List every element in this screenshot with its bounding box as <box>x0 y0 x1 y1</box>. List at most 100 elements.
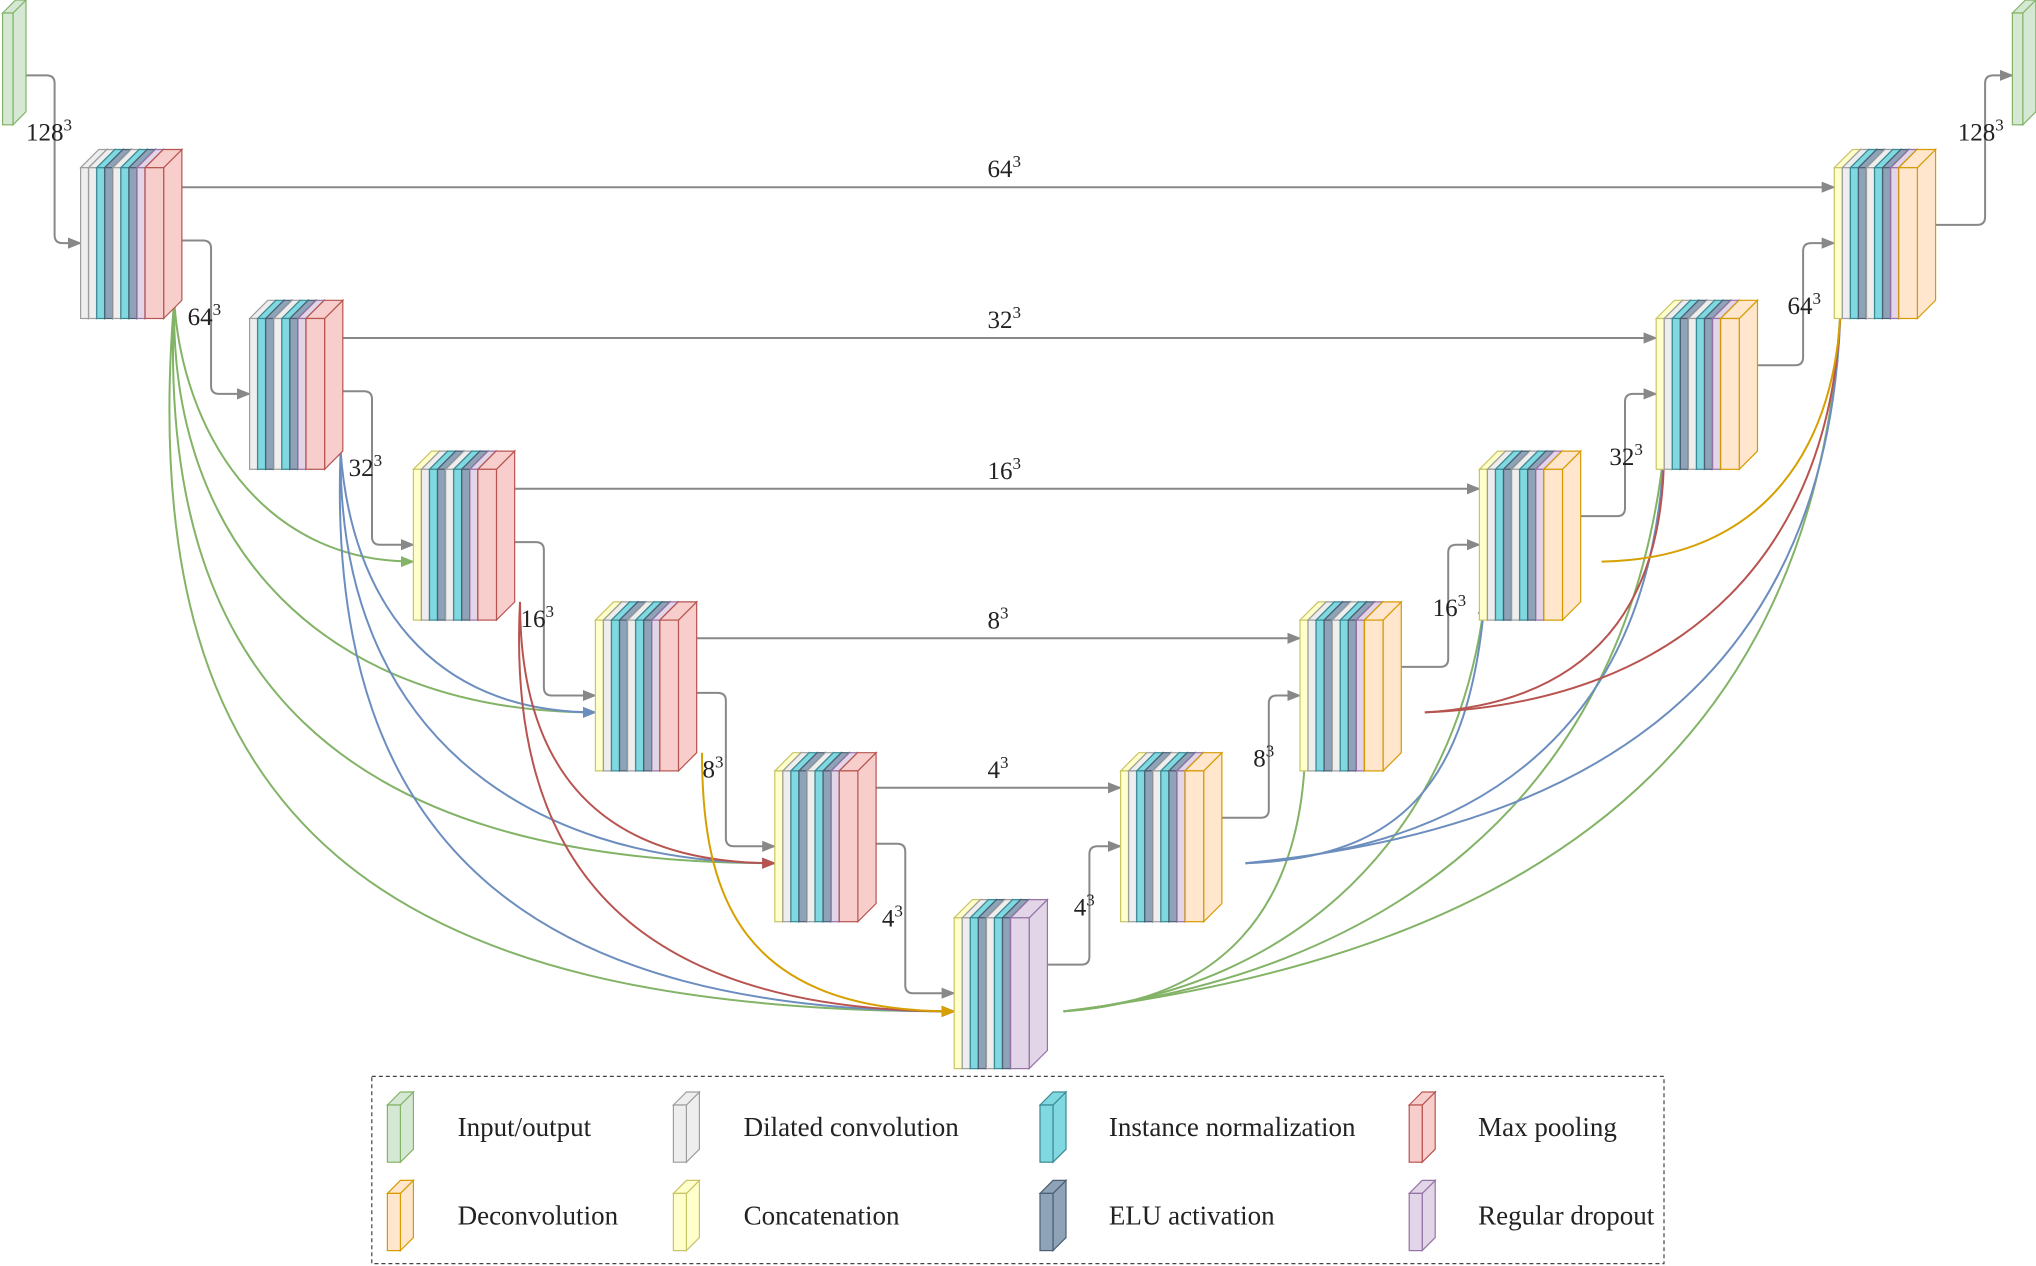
out-io-block <box>2010 0 2036 127</box>
enc2-slice-1-inorm-front <box>257 317 267 470</box>
enc2-slice-5-elu-front <box>289 317 299 470</box>
enc2-slice-4-inorm-front <box>281 317 291 470</box>
dec4-slice-6-elu-front <box>1703 317 1714 470</box>
dense-edge-bottleneck-to-dec3 <box>1063 600 1489 1013</box>
size-label-skip-1: 643 <box>988 152 1022 183</box>
legend-swatch-maxpool <box>1407 1090 1437 1164</box>
dec3-slice-5-inorm-front <box>1519 468 1529 621</box>
size-label-output-base: 128 <box>1958 119 1996 146</box>
dense-edge-enc2-to-enc5 <box>339 451 777 869</box>
enc4-slice-8-maxpool-front <box>659 619 680 772</box>
connections <box>26 69 2014 1017</box>
enc3-slice-0-concat-front <box>412 468 422 621</box>
size-label-input: 1283 <box>26 115 72 146</box>
dec1-slice-3-elu-front <box>1144 770 1154 923</box>
dense-edge-dec1-to-dec5 <box>1245 298 1847 865</box>
legend-label-io: Input/output <box>458 1112 592 1142</box>
dec5-slice-5-inorm-front <box>1873 167 1884 320</box>
legend-swatch-concat-front <box>672 1192 688 1252</box>
dec3-slice-3-elu-front <box>1502 468 1513 621</box>
legend-swatch-dropout-front <box>1408 1192 1423 1252</box>
enc1-slice-8-maxpool-side <box>163 148 183 320</box>
out-io-block-side <box>2022 0 2036 127</box>
enc1-slice-0-dilconv-front <box>79 167 90 320</box>
edge-dec2-to-dec3 <box>1399 539 1481 668</box>
edge-bottleneck-to-dec1 <box>1045 840 1122 966</box>
legend-item-deconv: Deconvolution <box>385 1178 619 1253</box>
enc3-slice-8-maxpool-front <box>477 468 498 621</box>
size-label-skip-5-exponent: 3 <box>1000 753 1009 772</box>
enc1-slice-3-elu-front <box>104 167 114 320</box>
size-label-skip-3-exponent: 3 <box>1013 454 1022 473</box>
enc4-slice-2-inorm-front <box>610 619 620 772</box>
enc1-slice-4-dilconv-front <box>112 167 122 320</box>
enc3-slice-3-elu-front <box>436 468 447 621</box>
legend-swatch-inorm-front <box>1039 1104 1054 1163</box>
enc5-slice-0-concat-front <box>774 770 784 923</box>
size-label-enc3-down-exponent: 3 <box>545 602 554 621</box>
dense-edge-enc1-to-bottleneck <box>168 300 956 1017</box>
bott-slice-7-dropout-side <box>1028 898 1049 1071</box>
dense-edge-enc2-to-bottleneck <box>338 451 956 1017</box>
enc3-slice-1-dilconv-front <box>420 468 430 621</box>
dec4-slice-2-inorm-front <box>1671 317 1681 470</box>
legend-swatch-io-front <box>386 1104 401 1163</box>
legend-swatch-dropout <box>1407 1178 1437 1253</box>
edge-enc2-to-enc3 <box>340 390 415 551</box>
legend-swatch-concat <box>671 1178 701 1253</box>
legend-item-inorm: Instance normalization <box>1038 1090 1356 1164</box>
dense-edge-dec2-to-dec5 <box>1424 298 1847 714</box>
size-label-bottleneck-up-exponent: 3 <box>1086 890 1095 909</box>
size-label-enc5-down: 43 <box>882 901 903 932</box>
dec3-slice-1-dilconv-front <box>1486 468 1496 621</box>
size-label-enc2-down-exponent: 3 <box>374 451 383 470</box>
dec1-slice-2-inorm-front <box>1136 770 1146 923</box>
enc5-slice-6-elu-front <box>822 770 832 923</box>
dec4-slice-1-dilconv-front <box>1663 317 1673 470</box>
legend-swatch-dilconv <box>671 1090 701 1164</box>
dec5-slice-1-dilconv-front <box>1841 167 1851 320</box>
bott-slice-2-inorm-front <box>969 917 979 1070</box>
size-label-enc5-down-base: 4 <box>882 905 895 932</box>
size-label-skip-4-exponent: 3 <box>1000 603 1009 622</box>
enc2-slice-7-maxpool-side <box>324 298 344 471</box>
legend-swatch-dilconv-front <box>672 1104 688 1163</box>
dec5-slice-8-deconv-front <box>1898 167 1918 320</box>
dec3-slice-6-elu-front <box>1527 468 1537 621</box>
enc4-slice-8-maxpool <box>658 600 699 773</box>
enc5-slice-1-dilconv-front <box>782 770 792 923</box>
enc5-slice-5-inorm-front <box>814 770 824 923</box>
size-label-dec3-up-base: 32 <box>1609 444 1634 471</box>
legend-swatch-deconv-front <box>386 1192 401 1252</box>
size-label-dec2-up-exponent: 3 <box>1458 591 1467 610</box>
size-label-enc1-down: 643 <box>188 300 222 331</box>
legend-swatch-deconv <box>385 1178 415 1253</box>
dec2-slice-8-deconv-front <box>1363 619 1384 772</box>
size-label-skip-2-base: 32 <box>988 307 1013 334</box>
bott-slice-3-elu-front <box>977 917 987 1070</box>
size-label-input-base: 128 <box>26 119 64 146</box>
enc3-slice-4-dilconv-front <box>445 468 455 621</box>
inp-io-block-front <box>1 12 14 126</box>
stack-enc5 <box>773 751 878 924</box>
size-label-dec4-up: 643 <box>1788 289 1822 320</box>
edge-enc3-to-enc4 <box>512 541 597 702</box>
size-label-dec1-up: 83 <box>1253 742 1274 773</box>
dec5-slice-7-dropout-front <box>1890 167 1900 320</box>
edge-enc5-to-bottleneck <box>874 842 956 999</box>
enc5-slice-3-elu-front <box>798 770 808 923</box>
size-label-bottleneck-up: 43 <box>1074 890 1095 921</box>
size-label-output-exponent: 3 <box>1995 115 2004 134</box>
size-label-enc2-down: 323 <box>349 451 383 482</box>
size-label-skip-3: 163 <box>988 454 1022 485</box>
size-label-skip-2-exponent: 3 <box>1013 303 1022 322</box>
enc2-slice-7-maxpool <box>304 298 345 471</box>
dec3-slice-4-dilconv-front <box>1511 468 1521 621</box>
edge-dec3-to-dec4 <box>1578 388 1658 518</box>
size-label-dec3-up: 323 <box>1609 440 1643 471</box>
dec4-slice-4-dilconv-front <box>1687 317 1697 470</box>
dense-edge-enc1-to-enc4 <box>173 300 597 718</box>
legend-item-concat: Concatenation <box>671 1178 900 1253</box>
dec1-slice-8-deconv <box>1183 751 1224 924</box>
inp-io-block-side <box>12 0 27 127</box>
